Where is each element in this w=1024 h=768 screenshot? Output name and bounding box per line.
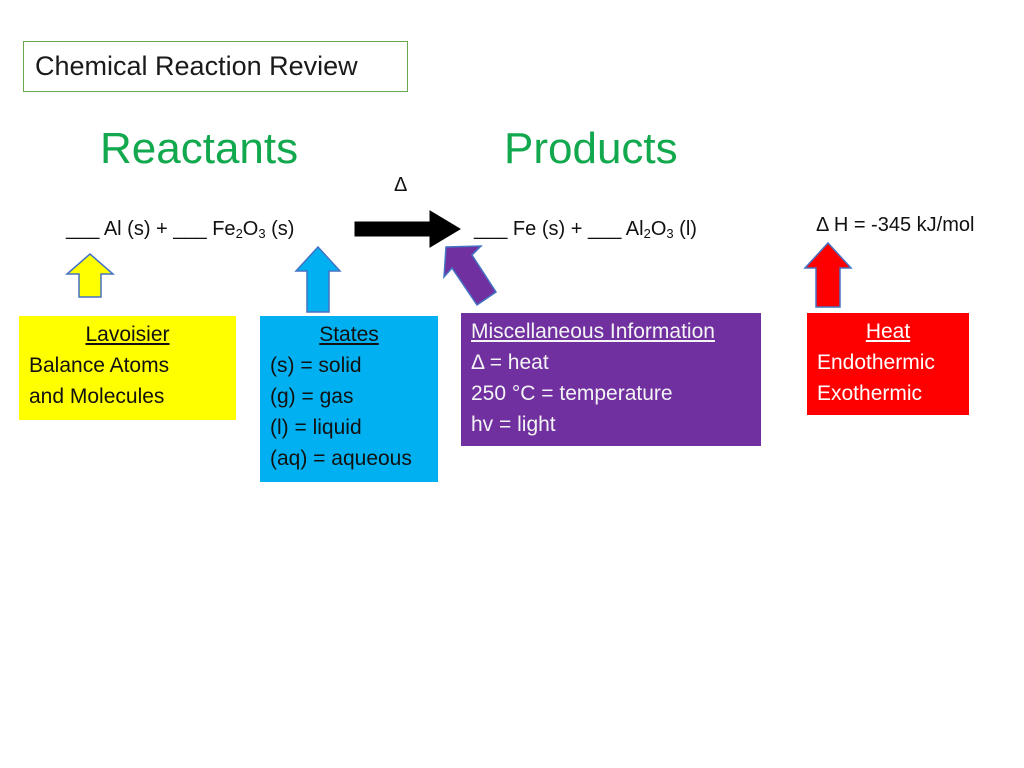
state-line: (l) = liquid [270, 416, 362, 439]
reactant-term-2-mid: O [242, 218, 259, 240]
reactants-equation: ___ Al (s) + ___ Fe2O3 (s) [66, 218, 294, 241]
enthalpy-value: Δ H = -345 kJ/mol [816, 214, 975, 236]
title-box: Chemical Reaction Review [23, 41, 408, 92]
blue-up-arrow-icon [294, 245, 342, 313]
page-title: Chemical Reaction Review [35, 51, 358, 81]
reactant-subscript-2: 3 [258, 226, 266, 241]
misc-info-box: Miscellaneous Information Δ = heat 250 °… [461, 313, 761, 446]
heat-header: Heat [865, 320, 911, 343]
lavoisier-line: and Molecules [29, 385, 165, 408]
product-subscript-2: 3 [666, 226, 674, 241]
states-box: States (s) = solid (g) = gas (l) = liqui… [260, 316, 438, 482]
yellow-up-arrow-icon [64, 253, 116, 298]
reactant-term-1: Al (s) + [99, 218, 174, 240]
reactant-term-2-base: Fe [206, 218, 236, 240]
reactants-heading: Reactants [100, 124, 299, 173]
purple-diagonal-arrow-icon [443, 245, 498, 307]
reactant-term-2-state: (s) [265, 218, 295, 240]
reactant-subscript-1: 2 [235, 226, 243, 241]
product-blank-1: ___ [474, 218, 508, 240]
reaction-arrow-icon [354, 210, 461, 248]
reactant-blank-2: ___ [173, 218, 207, 240]
misc-info-line: hv = light [471, 413, 556, 436]
red-up-arrow-icon [803, 241, 853, 308]
reaction-arrow-delta-label: Δ [394, 174, 408, 196]
misc-info-header: Miscellaneous Information [471, 320, 715, 343]
lavoisier-box: Lavoisier Balance Atoms and Molecules [19, 316, 236, 420]
lavoisier-header: Lavoisier [85, 323, 170, 346]
heat-line: Endothermic [817, 351, 935, 374]
state-line: (aq) = aqueous [270, 447, 412, 470]
lavoisier-line: Balance Atoms [29, 354, 170, 377]
product-term-2-mid: O [650, 218, 667, 240]
states-header: States [319, 323, 379, 346]
misc-info-line: Δ = heat [471, 351, 549, 374]
misc-info-line: 250 °C = temperature [471, 382, 673, 405]
state-line: (g) = gas [270, 385, 354, 408]
product-term-2-state: (l) [673, 218, 697, 240]
heat-line: Exothermic [817, 382, 923, 405]
product-term-1: Fe (s) + [507, 218, 588, 240]
product-blank-2: ___ [587, 218, 622, 240]
product-term-2-base: Al [621, 218, 644, 240]
products-heading: Products [504, 124, 678, 173]
heat-box: Heat Endothermic Exothermic [807, 313, 969, 415]
reactant-blank-1: ___ [66, 218, 100, 240]
state-line: (s) = solid [270, 354, 362, 377]
product-subscript-1: 2 [643, 226, 651, 241]
products-equation: ___ Fe (s) + ___ Al2O3 (l) [474, 218, 697, 241]
